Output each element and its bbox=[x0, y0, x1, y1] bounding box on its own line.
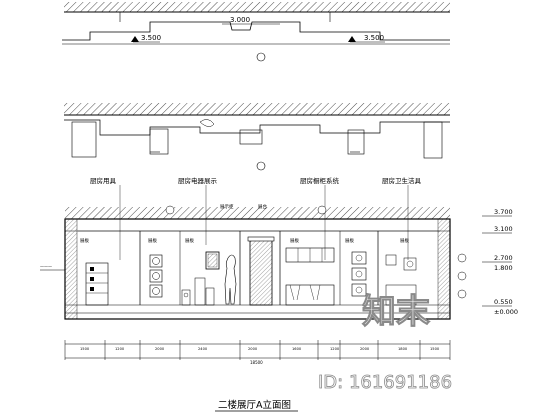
level-mark-2: 3.100 bbox=[494, 225, 513, 233]
callout-label-2: 厨房电器展示 bbox=[178, 176, 218, 185]
kitchen-cabinet bbox=[285, 247, 335, 306]
svg-text:展板: 展板 bbox=[148, 237, 157, 244]
plan-middle bbox=[64, 103, 450, 171]
cabinet-left bbox=[85, 262, 109, 306]
dim-3: 2000 bbox=[155, 347, 165, 351]
svg-text:———: ——— bbox=[40, 264, 52, 269]
level-mark-6: ±0.000 bbox=[494, 308, 518, 316]
watermark-logo: 知末 bbox=[362, 292, 430, 332]
dimension-chain: 1500 1200 2000 2400 2000 1600 1200 2000 … bbox=[64, 340, 451, 365]
plan-middle-marker bbox=[256, 161, 266, 171]
level-marks: 3.700 3.100 2.700 1.800 0.550 ±0.000 bbox=[457, 208, 518, 316]
ceiling-hatch bbox=[65, 207, 450, 219]
drawing-title: 二楼展厅A立面图 bbox=[218, 399, 291, 411]
dim-2: 1200 bbox=[115, 347, 125, 351]
callout-label-4: 厨房卫生洁具 bbox=[382, 176, 422, 185]
level-mark-1: 3.700 bbox=[494, 208, 513, 216]
inner-label-stage: 展台 bbox=[258, 203, 267, 210]
svg-text:展板: 展板 bbox=[185, 237, 194, 244]
dim-8: 2000 bbox=[360, 347, 370, 351]
dim-total: 18500 bbox=[250, 360, 263, 365]
wall-hatch-top bbox=[64, 2, 450, 12]
appliances bbox=[181, 277, 215, 306]
svg-text:展板: 展板 bbox=[400, 237, 409, 244]
plan-top-marker bbox=[256, 52, 266, 62]
plan-top-level-left: 3.500 bbox=[141, 34, 161, 42]
plan-top-dimension: 3.000 bbox=[230, 16, 250, 24]
level-mark-3: 2.700 bbox=[494, 254, 513, 262]
dim-6: 1600 bbox=[292, 347, 302, 351]
dim-10: 1500 bbox=[430, 347, 440, 351]
human-figure bbox=[224, 254, 237, 305]
display-frames bbox=[149, 251, 220, 298]
central-panel bbox=[249, 239, 273, 306]
dim-1: 1500 bbox=[80, 347, 90, 351]
callout-label-3: 厨房橱柜系统 bbox=[300, 176, 340, 185]
inner-label-board-left: 展板 bbox=[80, 237, 89, 244]
dim-4: 2400 bbox=[198, 347, 208, 351]
callout-label-1: 厨房用具 bbox=[90, 176, 117, 185]
dim-5: 2000 bbox=[248, 347, 258, 351]
svg-text:展板: 展板 bbox=[345, 237, 354, 244]
level-mark-4: 1.800 bbox=[494, 264, 513, 272]
svg-text:展板: 展板 bbox=[290, 237, 299, 244]
sanitary-display bbox=[351, 251, 417, 306]
dim-9: 1800 bbox=[398, 347, 408, 351]
inner-label-showcase: 展示柜 bbox=[220, 203, 234, 210]
elevation: 厨房用具 厨房电器展示 厨房橱柜系统 厨房卫生洁具 展板 展示柜 展台 展板 展… bbox=[40, 176, 518, 365]
level-mark-5: 0.550 bbox=[494, 298, 513, 306]
dim-7: 1200 bbox=[330, 347, 340, 351]
watermark: 知末 ID: 161691186 bbox=[318, 292, 453, 394]
plan-top-level-right: 3.500 bbox=[364, 34, 384, 42]
plan-outline-middle bbox=[64, 119, 450, 136]
watermark-id: ID: 161691186 bbox=[318, 372, 452, 393]
plan-top: 3.000 3.500 3.500 bbox=[62, 2, 450, 62]
plan-outline-top bbox=[62, 21, 450, 41]
wall-hatch-middle bbox=[64, 103, 450, 115]
